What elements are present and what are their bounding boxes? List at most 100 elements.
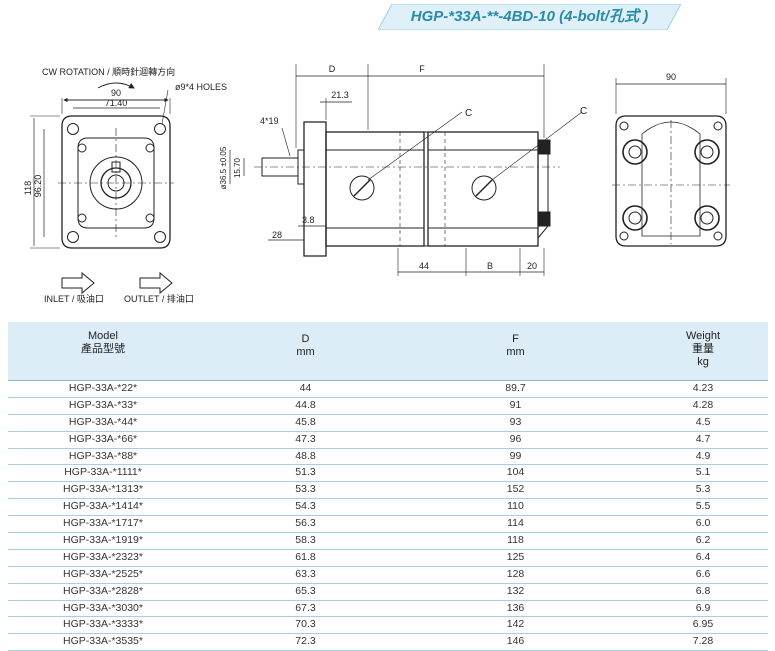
weight-cell: 4.23 [692, 382, 714, 394]
technical-drawing: CW ROTATION / 順時針迴轉方向 ø9*4 HOLES 90 71.4… [23, 64, 730, 304]
header-model-en: Model [88, 330, 118, 342]
f-cell: 125 [506, 550, 525, 563]
d-cell: 45.8 [295, 415, 316, 428]
model-cell: HGP-33A-*2525* [63, 567, 143, 580]
model-cell: HGP-33A-*2828* [63, 584, 143, 597]
table-header: Model 產品型號 D mm F mm Weight 重量 kg [8, 322, 768, 381]
f-cell: 128 [506, 567, 525, 580]
dim-28: 28 [272, 230, 282, 240]
d-cell: 53.3 [295, 483, 316, 496]
weight-cell: 4.9 [695, 449, 711, 462]
title-banner: HGP-*33A-**-4BD-10 (4-bolt/孔式 ) [378, 4, 681, 30]
f-cell: 110 [507, 500, 524, 513]
header-model: Model 產品型號 [8, 330, 198, 356]
dim-15-70: 15.70 [233, 157, 242, 178]
f-cell: 104 [506, 466, 525, 479]
table-row: HGP-33A-*2323* 61.8 125 6.4 [8, 550, 768, 567]
header-weight-zh: 重量 [692, 343, 714, 355]
f-cell: 132 [506, 584, 525, 597]
weight-cell: 6.2 [695, 534, 711, 547]
table-row: HGP-33A-*1919* 58.3 118 6.2 [8, 533, 768, 550]
model-cell: HGP-33A-*3535* [63, 635, 143, 648]
weight-cell: 6.6 [695, 567, 711, 580]
dim-c-left: C [465, 108, 472, 119]
dim-f: F [419, 64, 425, 74]
weight-cell: 6.4 [695, 550, 711, 563]
model-cell: HGP-33A-*1313* [63, 483, 143, 496]
dim-36-5: ø36.5 ±0.05 [219, 146, 228, 189]
header-weight-unit: kg [697, 356, 709, 368]
front-view [30, 82, 174, 295]
d-cell: 56.3 [295, 517, 316, 530]
d-cell: 44.8 [295, 398, 316, 411]
table-row: HGP-33A-*2525* 63.3 128 6.6 [8, 567, 768, 584]
dim-3-8: 3.8 [302, 215, 315, 225]
d-cell: 51.3 [295, 466, 316, 479]
model-cell: HGP-33A-*2323* [63, 550, 143, 563]
table-row: HGP-33A-*1111* 51.3 104 5.1 [8, 465, 768, 483]
page-title: HGP-*33A-**-4BD-10 (4-bolt/孔式 ) [410, 8, 649, 25]
model-cell: HGP-33A-*3030* [63, 601, 143, 614]
f-cell: 93 [509, 415, 522, 428]
model-cell: HGP-33A-*1414* [63, 500, 143, 513]
dim-d: D [329, 64, 336, 74]
d-cell: 58.3 [295, 534, 316, 547]
weight-cell: 5.5 [695, 500, 711, 513]
header-d: D mm [218, 333, 393, 359]
f-cell: 89.7 [505, 382, 526, 394]
model-cell: HGP-33A-*22* [68, 382, 138, 394]
banner-shape [378, 4, 681, 30]
d-cell: 67.3 [295, 601, 316, 614]
weight-cell: 6.0 [695, 517, 711, 530]
d-cell: 47.3 [295, 432, 316, 445]
f-cell: 114 [507, 517, 524, 530]
holes-label: ø9*4 HOLES [175, 82, 227, 92]
f-cell: 96 [509, 432, 522, 445]
rear-view [612, 78, 730, 247]
dim-71-40: 71.40 [105, 98, 128, 108]
f-cell: 118 [507, 534, 524, 547]
f-cell: 152 [506, 483, 525, 496]
table-row: HGP-33A-*22* 44 89.7 4.23 [8, 381, 768, 398]
dim-20: 20 [527, 261, 537, 271]
d-cell: 44 [299, 382, 312, 394]
model-cell: HGP-33A-*1717* [63, 517, 143, 530]
dim-b: B [487, 261, 493, 271]
d-cell: 63.3 [295, 567, 316, 580]
header-weight-en: Weight [685, 330, 721, 342]
header-f-unit: mm [506, 346, 525, 358]
model-cell: HGP-33A-*33* [68, 398, 138, 411]
model-cell: HGP-33A-*3333* [63, 618, 143, 631]
model-cell: HGP-33A-*44* [68, 415, 138, 428]
dim-21-3: 21.3 [331, 90, 349, 100]
dim-44: 44 [419, 261, 429, 271]
inlet-label: INLET / 吸油口 [44, 293, 104, 304]
weight-cell: 5.3 [695, 483, 711, 496]
f-cell: 142 [506, 618, 525, 631]
table-row: HGP-33A-*44* 45.8 93 4.5 [8, 415, 768, 432]
d-cell: 61.8 [295, 550, 316, 563]
weight-cell: 5.1 [695, 466, 711, 479]
header-model-zh: 產品型號 [81, 343, 125, 355]
model-cell: HGP-33A-*1919* [63, 534, 143, 547]
spec-table: Model 產品型號 D mm F mm Weight 重量 kg HGP-33… [8, 322, 768, 651]
dim-118: 118 [23, 181, 33, 195]
rotation-label: CW ROTATION / 順時針迴轉方向 [42, 66, 175, 77]
header-d-label: D [301, 333, 310, 345]
weight-cell: 7.28 [692, 635, 714, 648]
weight-cell: 4.5 [695, 415, 711, 428]
d-cell: 48.8 [295, 449, 316, 462]
dim-c-right: C [580, 106, 587, 117]
d-cell: 65.3 [295, 584, 316, 597]
model-cell: HGP-33A-*1111* [64, 466, 142, 479]
outlet-label: OUTLET / 排油口 [124, 293, 194, 304]
d-cell: 72.3 [295, 635, 316, 648]
table-row: HGP-33A-*1717* 56.3 114 6.0 [8, 516, 768, 534]
f-cell: 99 [509, 449, 522, 462]
